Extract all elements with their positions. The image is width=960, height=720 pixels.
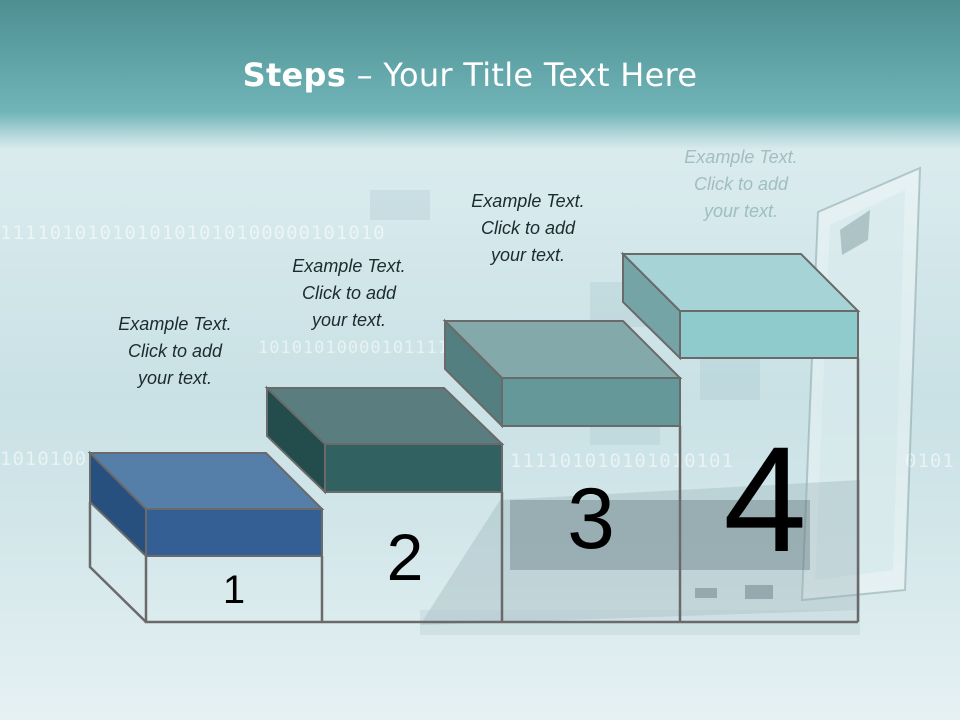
step-4-caption[interactable]: Example Text. Click to add your text. [661,144,821,225]
step-1-caption[interactable]: Example Text. Click to add your text. [95,311,255,392]
step-2-number: 2 [386,520,424,594]
binary-decoration: 1111010101010101010100000101010 [0,222,386,244]
step-2-caption[interactable]: Example Text. Click to add your text. [269,253,429,334]
caption-line: Click to add [480,218,576,238]
caption-line: Click to add [127,341,223,361]
caption-line: Example Text. [118,314,232,334]
title-bold: Steps [242,56,347,94]
step-4-number: 4 [723,415,807,583]
step-block-3 [442,318,683,429]
step-3-caption[interactable]: Example Text. Click to add your text. [448,188,608,269]
caption-line: Click to add [301,283,397,303]
caption-line: your text. [137,368,213,388]
step-block-1 [87,450,325,559]
title-rest: – Your Title Text Here [346,56,698,94]
caption-line: your text. [490,245,566,265]
caption-line: Example Text. [684,147,798,167]
binary-decoration: 10101001 [0,448,100,470]
header-band [0,0,960,150]
slide-title[interactable]: Steps – Your Title Text Here [0,56,940,94]
caption-line: Example Text. [471,191,585,211]
step-3-number: 3 [567,471,615,567]
binary-decoration: 1010101000010111111 [258,338,472,358]
step-1-number: 1 [222,568,246,612]
caption-line: your text. [311,310,387,330]
caption-line: Click to add [693,174,789,194]
caption-line: your text. [703,201,779,221]
caption-line: Example Text. [292,256,406,276]
binary-decoration: 111101010101010101 [510,450,734,472]
step-block-4 [620,251,861,361]
step-block-2 [264,385,505,495]
binary-decoration: 0101 [905,450,955,472]
step-1-base-edge [88,502,147,623]
